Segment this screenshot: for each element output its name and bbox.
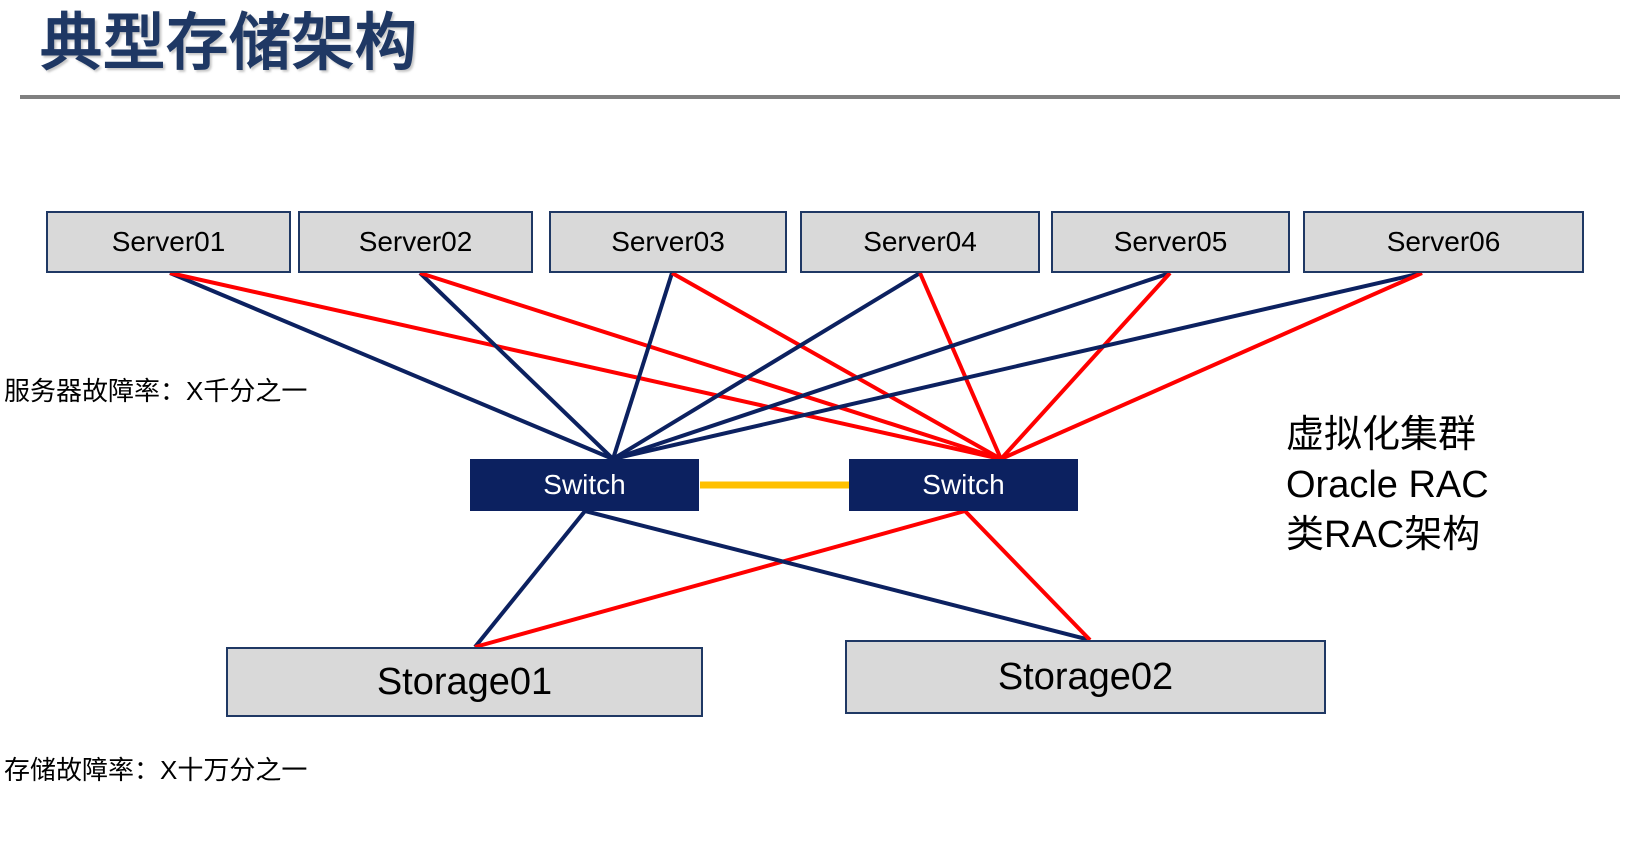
server-node-2[interactable]: Server02	[298, 211, 533, 273]
server-node-3-label: Server03	[611, 226, 725, 257]
server-node-3[interactable]: Server03	[549, 211, 787, 273]
server-node-5-label: Server05	[1113, 226, 1228, 257]
switch-node-1[interactable]: Switch	[470, 459, 699, 511]
switch-node-2-label: Switch	[922, 469, 1005, 500]
server-node-4[interactable]: Server04	[800, 211, 1040, 273]
storage-node-1-label: Storage01	[376, 660, 553, 703]
link-server3-to-switch1	[611, 272, 674, 460]
link-switch1-to-storage2	[584, 509, 1091, 642]
link-server1-to-switch2	[169, 271, 1002, 461]
server-node-6-label: Server06	[1386, 226, 1501, 257]
page-title: 典型存储架构	[40, 9, 419, 78]
server-node-1[interactable]: Server01	[46, 211, 291, 273]
link-switch2-to-storage2	[963, 509, 1092, 642]
link-switch2-to-storage1	[474, 509, 966, 649]
storage-node-2[interactable]: Storage02	[845, 640, 1326, 714]
link-server2-to-switch2	[419, 271, 1002, 461]
link-server3-to-switch2	[671, 271, 1002, 461]
link-server5-to-switch1	[612, 271, 1171, 461]
server-node-5[interactable]: Server05	[1051, 211, 1290, 273]
title-divider	[20, 95, 1620, 99]
link-server4-to-switch1	[611, 271, 922, 461]
switch-node-2[interactable]: Switch	[849, 459, 1078, 511]
server-node-6[interactable]: Server06	[1303, 211, 1584, 273]
link-server2-to-switch1	[418, 271, 615, 461]
server-node-1-label: Server01	[111, 226, 226, 257]
cluster-note-line-3: 类RAC架构	[1286, 514, 1481, 556]
storage-node-1[interactable]: Storage01	[226, 647, 703, 717]
cluster-note-line-1: 虚拟化集群	[1286, 414, 1477, 456]
storage-node-2-label: Storage02	[997, 655, 1174, 698]
cluster-note-line-2: Oracle RAC	[1286, 464, 1489, 506]
server-node-4-label: Server04	[863, 226, 977, 257]
server-failure-rate-note: 服务器故障率：X千分之一	[4, 376, 308, 406]
link-server1-to-switch1	[169, 271, 614, 461]
link-server5-to-switch2	[999, 271, 1172, 461]
cluster-type-note: 虚拟化集群 Oracle RAC 类RAC架构	[1286, 410, 1536, 560]
storage-failure-rate-note: 存储故障率：X十万分之一	[4, 755, 308, 785]
server-node-2-label: Server02	[358, 226, 473, 257]
switch-node-1-label: Switch	[543, 469, 626, 500]
link-server4-to-switch2	[918, 272, 1003, 460]
link-switch1-to-storage1	[473, 509, 587, 649]
